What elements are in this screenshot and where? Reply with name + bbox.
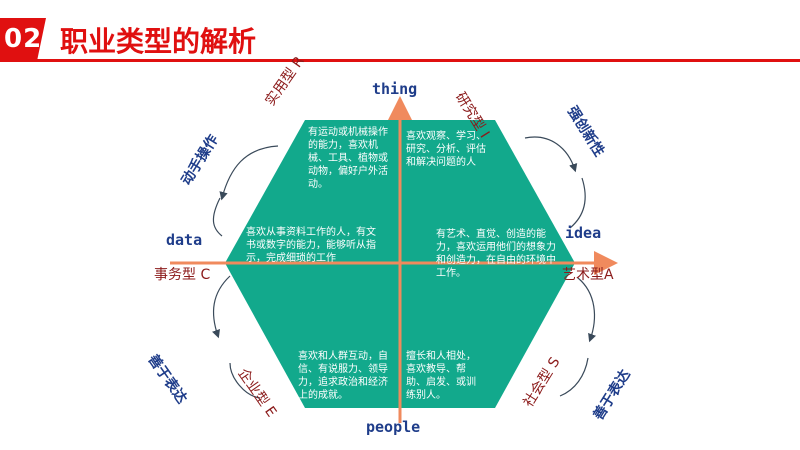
description-social: 擅长和人相处，喜欢教导、帮助、启发、或训练别人。 xyxy=(406,351,476,401)
description-investigative: 喜欢观察、学习、研究、分析、评估和解决问题的人 xyxy=(406,131,486,168)
description-enterprising: 喜欢和人群互动，自信、有说服力、领导力，追求政治和经济上的成就。 xyxy=(298,351,388,401)
connector-arrow-r-lower xyxy=(212,197,223,237)
connector-arrow-e xyxy=(229,362,261,399)
axis-label-people: people xyxy=(366,418,421,436)
section-header: 02 职业类型的解析 xyxy=(0,18,800,62)
axis-label-idea: idea xyxy=(565,224,602,242)
holland-hexagon-figure: thing people data idea 实用型 R 研究型 I 艺术型A … xyxy=(144,54,650,440)
axis-label-thing: thing xyxy=(372,80,418,98)
connector-arrow-a xyxy=(577,277,596,343)
description-realistic: 有运动或机械操作的能力，喜欢机械、工具、植物或动物，偏好户外活动。 xyxy=(308,127,388,190)
section-number-box xyxy=(0,18,46,62)
connector-arrow-c xyxy=(212,275,231,339)
connector-arrow-s xyxy=(559,357,589,397)
axis-label-data: data xyxy=(166,231,203,249)
connector-arrow-r xyxy=(219,145,279,201)
section-title: 职业类型的解析 xyxy=(60,25,257,58)
section-number: 02 xyxy=(4,24,43,54)
description-conventional: 喜欢从事资料工作的人，有文书或数字的能力，能够听从指示，完成细琐的工作 xyxy=(246,227,376,264)
type-label-conventional: 事务型 C xyxy=(154,267,211,283)
connector-arrow-i-lower xyxy=(569,177,586,229)
header-divider xyxy=(0,59,800,62)
description-artistic: 有艺术、直觉、创造的能力，喜欢运用他们的想象力和创造力，在自由的环境中工作。 xyxy=(436,229,556,279)
connector-arrow-i xyxy=(524,136,578,173)
hexagon-diagram xyxy=(170,96,618,423)
type-label-artistic: 艺术型A xyxy=(562,267,614,283)
